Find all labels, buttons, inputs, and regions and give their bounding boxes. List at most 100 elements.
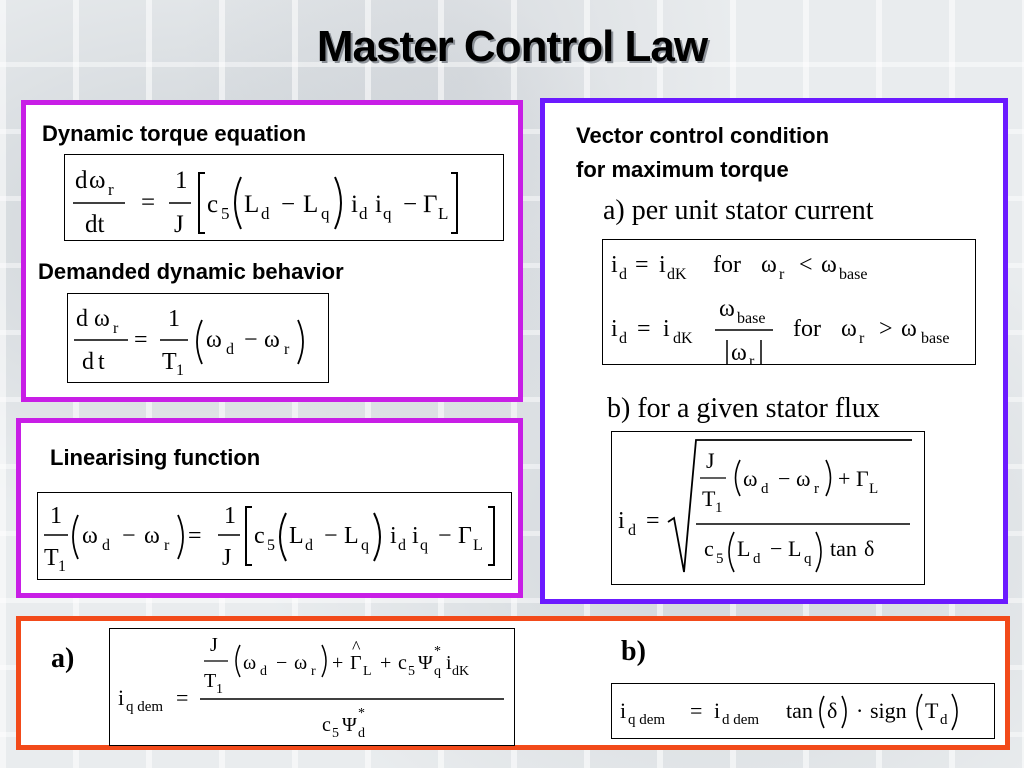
eq-equals: = bbox=[141, 189, 155, 216]
svg-text:J: J bbox=[222, 545, 231, 571]
svg-text:d: d bbox=[359, 204, 368, 223]
svg-text:c: c bbox=[254, 523, 265, 549]
svg-text:L: L bbox=[788, 536, 801, 561]
svg-text:d: d bbox=[102, 537, 110, 554]
svg-text:r: r bbox=[164, 537, 170, 554]
iq-demand-equation-b: i q dem = i d dem tan δ · sign T d bbox=[611, 683, 995, 739]
svg-text:d: d bbox=[358, 726, 365, 741]
vector-control-heading-line1: Vector control condition bbox=[576, 123, 830, 148]
svg-text:q dem: q dem bbox=[628, 712, 665, 728]
svg-text:=: = bbox=[646, 508, 660, 534]
svg-text:q dem: q dem bbox=[126, 699, 163, 715]
svg-text:5: 5 bbox=[267, 537, 275, 554]
svg-text:=: = bbox=[635, 252, 649, 278]
svg-text:L: L bbox=[438, 204, 448, 223]
svg-text:ω: ω bbox=[94, 306, 110, 332]
svg-text:sign: sign bbox=[870, 698, 907, 723]
svg-text:*: * bbox=[434, 644, 441, 659]
svg-text:·: · bbox=[856, 698, 863, 723]
iq-demand-formula-b: i q dem = i d dem tan δ · sign T d bbox=[620, 693, 958, 731]
svg-text:d: d bbox=[261, 204, 270, 223]
iq-demand-equation-a: i q dem = J T 1 ω d − ω r + Γ ^ L + c 5 … bbox=[109, 628, 515, 746]
svg-text:i: i bbox=[714, 698, 720, 723]
svg-text:ω: ω bbox=[796, 466, 810, 491]
svg-text:q: q bbox=[383, 204, 392, 223]
svg-text:L: L bbox=[344, 523, 359, 549]
svg-text:=: = bbox=[188, 523, 202, 549]
svg-text:T: T bbox=[204, 670, 216, 692]
demand-current-panel: a) i q dem = J T 1 ω d − ω r + Γ ^ L + c… bbox=[16, 616, 1010, 750]
svg-text:d: d bbox=[628, 522, 636, 539]
eq-sub-r: r bbox=[108, 180, 114, 199]
svg-text:d: d bbox=[398, 537, 406, 554]
per-unit-current-subheading: a) per unit stator current bbox=[603, 195, 874, 226]
dynamic-torque-formula: d ω r dt = 1 J c 5 L d − L q i d i q − Γ… bbox=[73, 167, 458, 238]
svg-text:Ψ: Ψ bbox=[342, 714, 357, 736]
iq-demand-formula-a: i q dem = J T 1 ω d − ω r + Γ ^ L + c 5 … bbox=[118, 634, 504, 741]
svg-text:1: 1 bbox=[216, 682, 223, 697]
per-unit-current-equation: i d = i dK for ω r < ω base i d = i dK ω… bbox=[602, 239, 976, 365]
svg-text:ω: ω bbox=[841, 316, 857, 342]
svg-text:+: + bbox=[838, 466, 850, 491]
svg-text:J: J bbox=[706, 448, 715, 473]
svg-text:ω: ω bbox=[82, 523, 98, 549]
svg-text:−: − bbox=[324, 523, 338, 549]
eq-id: i bbox=[351, 191, 358, 218]
svg-text:ω: ω bbox=[144, 523, 160, 549]
given-flux-formula: i d = J T 1 ω d − ω r + Γ L c 5 L d − L bbox=[618, 439, 912, 573]
svg-text:dK: dK bbox=[667, 266, 687, 283]
svg-text:L: L bbox=[869, 481, 878, 497]
svg-text:ω: ω bbox=[731, 340, 747, 364]
svg-text:−: − bbox=[770, 536, 782, 561]
svg-text:=: = bbox=[176, 685, 188, 710]
svg-text:tan: tan bbox=[786, 698, 813, 723]
svg-text:i: i bbox=[620, 698, 626, 723]
svg-text:L: L bbox=[737, 536, 750, 561]
per-unit-current-formula: i d = i dK for ω r < ω base i d = i dK ω… bbox=[611, 252, 949, 364]
svg-text:dt: dt bbox=[82, 349, 105, 375]
svg-text:i: i bbox=[446, 652, 452, 674]
svg-text:−: − bbox=[281, 191, 295, 218]
svg-text:5: 5 bbox=[408, 664, 415, 679]
svg-text:+: + bbox=[380, 652, 391, 674]
svg-text:Ψ: Ψ bbox=[418, 652, 433, 674]
svg-text:<: < bbox=[799, 252, 813, 278]
svg-text:q: q bbox=[321, 204, 330, 223]
eq-dt: dt bbox=[85, 211, 105, 238]
given-flux-equation: i d = J T 1 ω d − ω r + Γ L c 5 L d − L bbox=[611, 431, 925, 585]
svg-text:ω: ω bbox=[243, 652, 256, 674]
svg-text:d: d bbox=[940, 712, 948, 728]
demand-label-b: b) bbox=[621, 636, 646, 667]
svg-text:q: q bbox=[361, 537, 369, 554]
svg-text:δ: δ bbox=[827, 698, 837, 723]
svg-text:d: d bbox=[619, 330, 627, 347]
svg-text:ω: ω bbox=[264, 327, 280, 353]
svg-text:d: d bbox=[260, 664, 267, 679]
svg-text:r: r bbox=[859, 330, 865, 347]
svg-text:T: T bbox=[162, 349, 177, 375]
svg-text:d: d bbox=[753, 551, 761, 567]
svg-text:d: d bbox=[305, 537, 313, 554]
svg-text:1: 1 bbox=[715, 500, 723, 516]
vector-control-heading: Vector control condition for maximum tor… bbox=[576, 119, 829, 187]
svg-text:Γ: Γ bbox=[856, 466, 869, 491]
svg-text:T: T bbox=[44, 545, 59, 571]
linearising-equation: 1 T 1 ω d − ω r = 1 J c 5 L d − L q i bbox=[37, 492, 512, 580]
svg-text:=: = bbox=[637, 316, 651, 342]
svg-text:δ: δ bbox=[864, 536, 874, 561]
svg-text:Γ: Γ bbox=[458, 523, 472, 549]
svg-text:d: d bbox=[226, 341, 234, 358]
svg-text:ω: ω bbox=[821, 252, 837, 278]
svg-text:q: q bbox=[420, 537, 428, 554]
svg-text:i: i bbox=[412, 523, 419, 549]
svg-text:r: r bbox=[779, 266, 785, 283]
svg-text:+: + bbox=[332, 652, 343, 674]
svg-text:base: base bbox=[921, 330, 949, 347]
svg-text:c: c bbox=[398, 652, 407, 674]
eq-c: c bbox=[207, 191, 218, 218]
linearising-heading: Linearising function bbox=[50, 445, 261, 470]
svg-text:5: 5 bbox=[716, 551, 724, 567]
dynamic-torque-equation: d ω r dt = 1 J c 5 L d − L q i d i q − Γ… bbox=[64, 154, 504, 241]
